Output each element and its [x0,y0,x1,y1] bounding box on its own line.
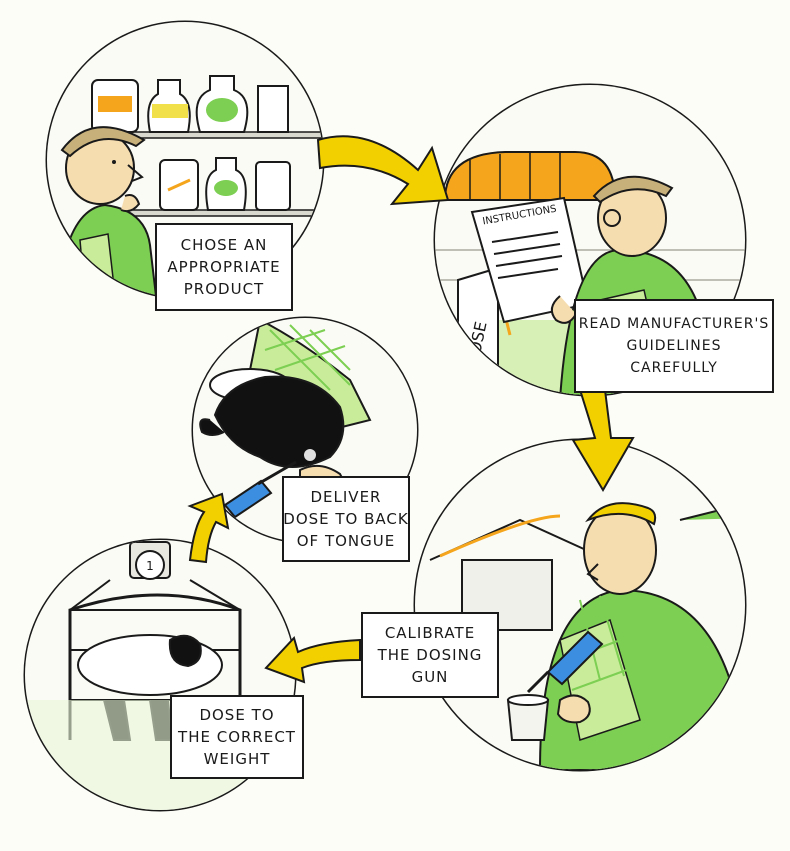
caption-line: OF TONGUE [296,532,396,550]
bottle-icon [159,159,199,211]
bottle-icon [205,157,247,211]
caption-read-guidelines: READ MANUFACTURER'S GUIDELINES CAREFULLY [574,299,774,393]
dosing-gun-scene [413,438,747,772]
caption-line: PRODUCT [183,280,265,298]
caption-line: DOSE TO [199,706,275,724]
caption-deliver-dose: DELIVER DOSE TO BACK OF TONGUE [282,476,410,562]
arrow-weight-to-deliver [187,492,230,564]
caption-line: DOSE TO BACK [283,510,409,528]
barn-icon [443,151,617,201]
caption-line: GUIDELINES [626,338,722,354]
caption-line: READ MANUFACTURER'S [578,316,770,332]
caption-line: CAREFULLY [630,360,718,376]
caption-line: CALIBRATE [384,624,476,642]
arrow-choose-to-read [316,135,450,206]
caption-line: THE CORRECT [178,728,296,746]
caption-choose-product: CHOSE AN APPROPRIATE PRODUCT [155,223,293,311]
dosing-gun-icon [223,460,297,519]
caption-calibrate-gun: CALIBRATE THE DOSING GUN [361,612,499,698]
caption-line: CHOSE AN [180,236,268,254]
instructions-sheet-icon: INSTRUCTIONS [470,196,590,324]
caption-line: WEIGHT [203,750,271,768]
caption-line: THE DOSING [377,646,483,664]
bottle-icon [91,79,139,133]
bottle-icon [147,79,191,133]
arrow-calibrate-to-weight [264,636,361,684]
scale-dial-icon: 1 [129,541,171,580]
caption-line: DELIVER [310,488,382,506]
product-shelf-scene [45,20,325,300]
caption-correct-weight: DOSE TO THE CORRECT WEIGHT [170,695,304,779]
caption-line: APPROPRIATE [167,258,281,276]
dosing-gun-icon [526,630,604,694]
sheep-head-icon [199,375,345,468]
scale-dial-label: 1 [146,559,154,573]
measuring-cup-icon [506,694,550,741]
bottle-icon [195,75,249,133]
caption-line: GUN [411,668,449,686]
